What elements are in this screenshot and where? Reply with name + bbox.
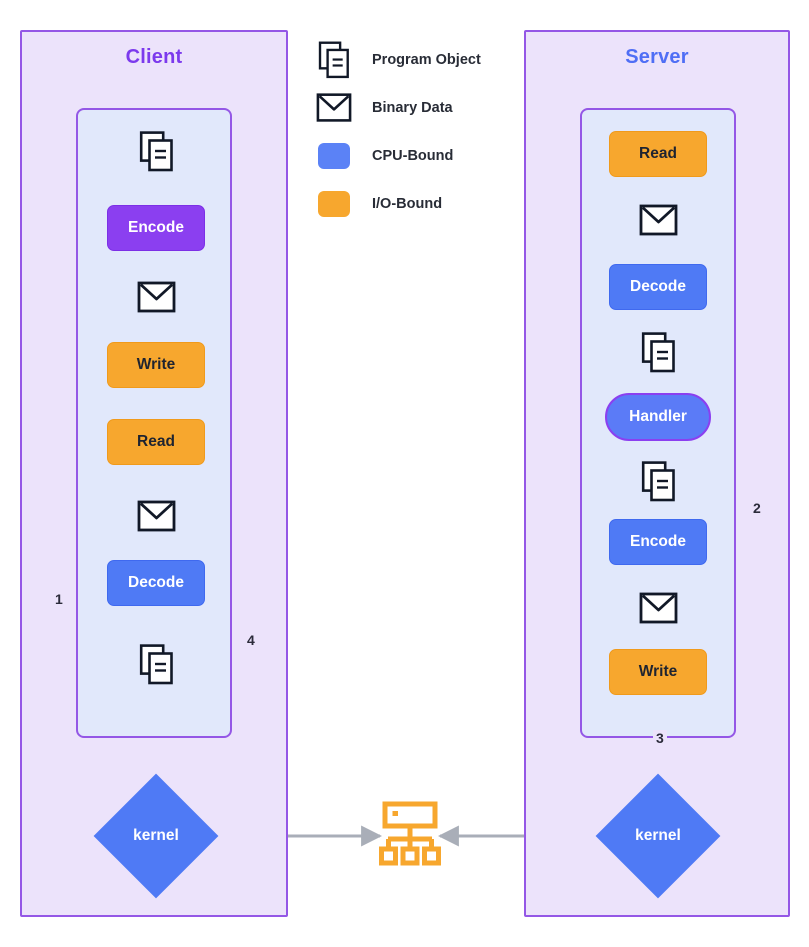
server-decode-label: Decode	[630, 278, 686, 296]
client-kernel-node[interactable]: kernel	[92, 772, 220, 900]
client-write-node[interactable]: Write	[107, 342, 205, 388]
server-kernel-node[interactable]: kernel	[594, 772, 722, 900]
server-read-node[interactable]: Read	[609, 131, 707, 177]
legend-key	[312, 41, 356, 79]
legend-label: CPU-Bound	[372, 148, 454, 164]
io-bound-swatch	[318, 191, 350, 217]
client-read-label: Read	[137, 433, 175, 451]
program-object-icon	[641, 461, 675, 502]
legend-label: Program Object	[372, 52, 481, 68]
server-decode-node[interactable]: Decode	[609, 264, 707, 310]
edge-3-label: 3	[653, 730, 667, 746]
binary-data-icon	[639, 204, 678, 236]
binary-data-icon	[639, 592, 678, 624]
client-write-label: Write	[136, 356, 176, 374]
legend-label: I/O-Bound	[372, 196, 443, 212]
program-object-icon	[139, 131, 173, 172]
client-decode-label: Decode	[128, 574, 184, 592]
binary-data-icon	[137, 281, 176, 313]
edge-1-label: 1	[52, 591, 66, 607]
edge-4-label: 4	[244, 632, 258, 648]
legend-item-program-object: Program Object	[312, 36, 532, 84]
binary-data-icon	[316, 93, 352, 122]
binary-data-icon	[137, 500, 176, 532]
program-object-icon	[318, 41, 349, 79]
diamond-shape	[595, 773, 721, 899]
client-encode-node[interactable]: Encode	[107, 205, 205, 251]
server-handler-node[interactable]: Handler	[605, 393, 711, 441]
legend-key	[312, 91, 356, 125]
diamond-shape	[93, 773, 219, 899]
server-write-label: Write	[638, 663, 678, 681]
legend-label: Binary Data	[372, 100, 453, 116]
client-encode-label: Encode	[128, 219, 184, 237]
program-object-icon	[641, 332, 675, 373]
server-handler-label: Handler	[629, 408, 687, 426]
server-encode-node[interactable]: Encode	[609, 519, 707, 565]
client-title: Client	[125, 46, 183, 68]
legend-item-io-bound: I/O-Bound	[312, 180, 532, 228]
legend: Program Object Binary Data CPU-Bound I/O…	[312, 36, 532, 228]
server-write-node[interactable]: Write	[609, 649, 707, 695]
client-read-node[interactable]: Read	[107, 419, 205, 465]
legend-item-binary-data: Binary Data	[312, 84, 532, 132]
program-object-icon	[139, 644, 173, 685]
legend-key	[312, 191, 356, 217]
client-decode-node[interactable]: Decode	[107, 560, 205, 606]
server-encode-label: Encode	[630, 533, 686, 551]
server-read-label: Read	[639, 145, 677, 163]
cpu-bound-swatch	[318, 143, 350, 169]
legend-item-cpu-bound: CPU-Bound	[312, 132, 532, 180]
legend-key	[312, 143, 356, 169]
edge-2-label: 2	[750, 500, 764, 516]
network-hub-icon	[379, 801, 441, 866]
server-title: Server	[625, 46, 689, 68]
